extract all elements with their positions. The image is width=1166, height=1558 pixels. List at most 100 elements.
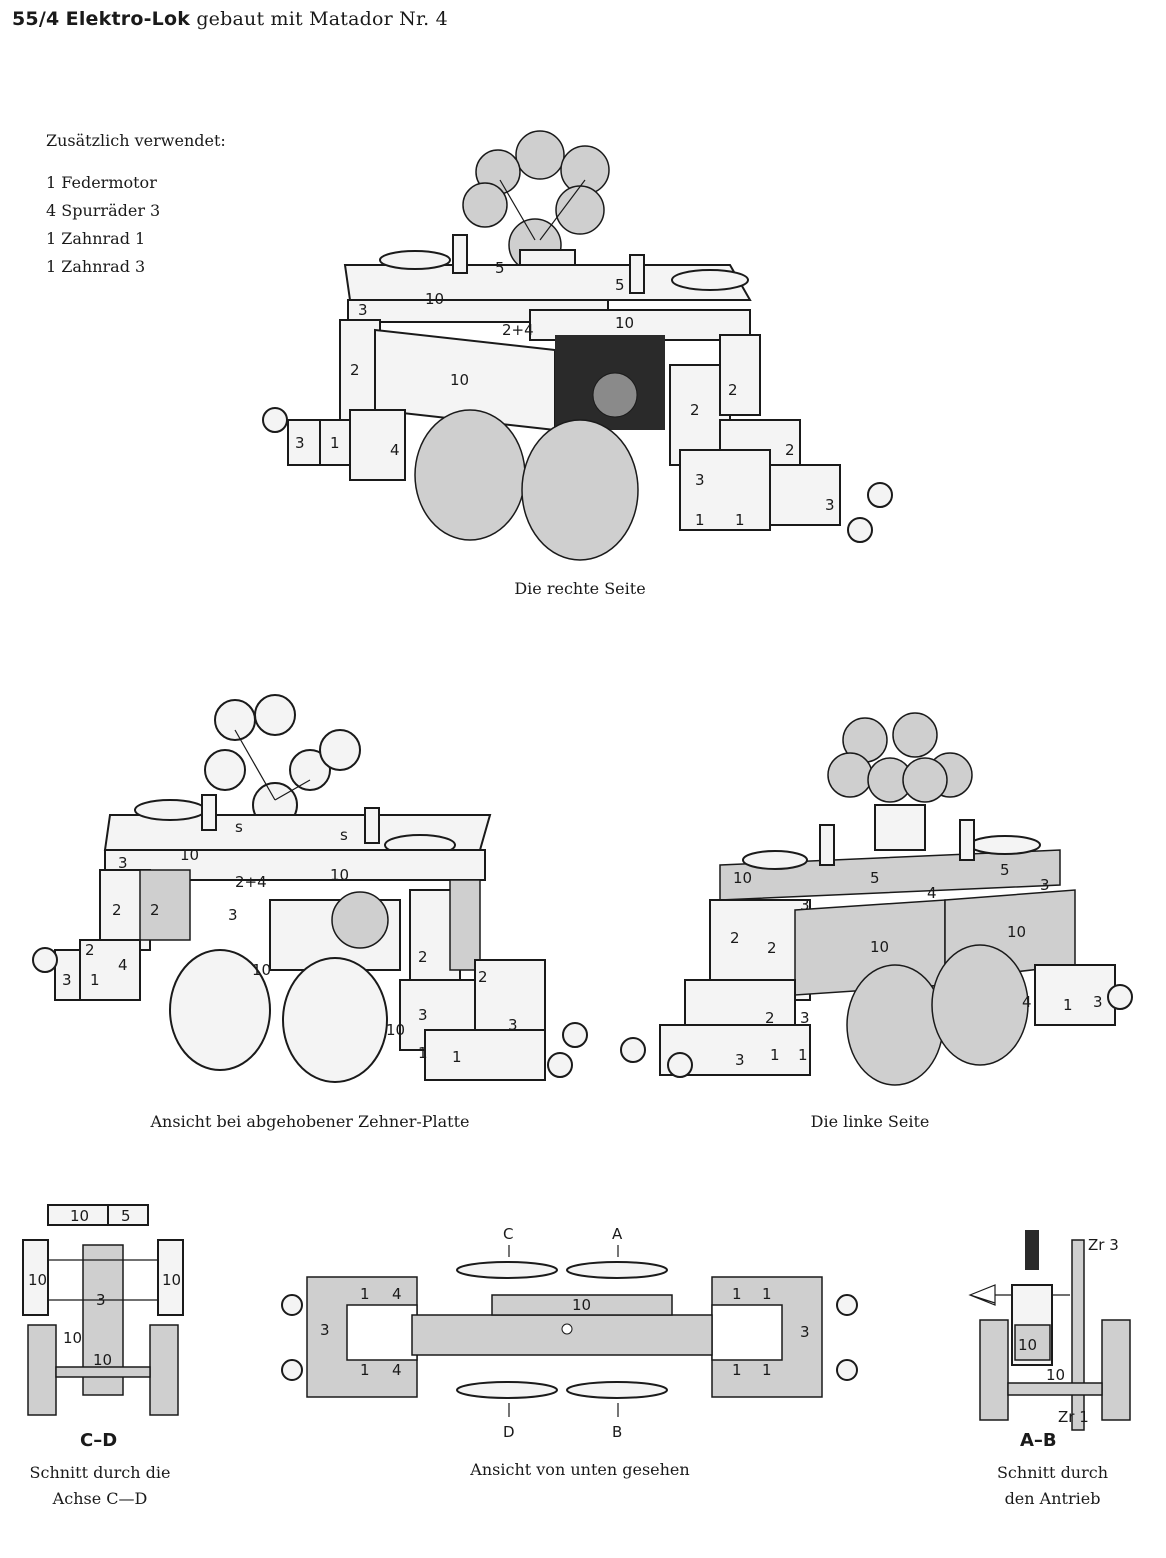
axle-label: C	[503, 1225, 513, 1243]
parts-item: 4 Spurräder 3	[46, 201, 161, 220]
part-label: 10	[1046, 1366, 1065, 1384]
caption-left-side: Die linke Seite	[810, 1112, 930, 1131]
lifted-plate-illustration: 10 10 3 2+4 2 2 3 2 4 3 1 10 2 3 1 1 3 2…	[32, 694, 588, 1083]
parts-heading: Zusätzlich verwendet:	[46, 131, 226, 150]
wheel-icon	[262, 407, 893, 561]
section-cd-diagram: 10 5 10 10 3 10 10	[22, 1204, 184, 1416]
part-label: Zr 3	[1088, 1236, 1119, 1254]
part-label: 1	[360, 1361, 370, 1379]
part-label: 2	[418, 948, 428, 966]
part-label: 10	[330, 866, 349, 884]
part-label: 2	[690, 401, 700, 419]
part-label: 5	[121, 1207, 131, 1225]
part-label: 1	[360, 1285, 370, 1303]
part-label: 2	[767, 939, 777, 957]
part-label: 2	[112, 901, 122, 919]
pantograph-icon	[462, 130, 610, 273]
part-label: 3	[800, 1009, 810, 1027]
part-label: 1	[735, 511, 745, 529]
section-ab-label: A–B	[1020, 1430, 1057, 1451]
part-label: 1	[732, 1361, 742, 1379]
caption-right-side: Die rechte Seite	[514, 579, 646, 598]
part-label: 4	[927, 884, 937, 902]
part-label: 5	[870, 869, 880, 887]
part-label: 10	[386, 1021, 405, 1039]
axle-label: D	[503, 1423, 515, 1441]
part-label: 2	[785, 441, 795, 459]
part-label: 2	[728, 381, 738, 399]
part-label: 10	[1018, 1336, 1037, 1354]
part-label: 5	[615, 276, 625, 294]
part-label: 3	[118, 854, 128, 872]
part-label: 3	[800, 1323, 810, 1341]
part-label: 1	[762, 1285, 772, 1303]
part-label: 10	[733, 869, 752, 887]
part-label: s	[235, 818, 243, 836]
part-label: 10	[70, 1207, 89, 1225]
part-label: 10	[572, 1296, 591, 1314]
bottom-view-diagram: C A D B 3 1 4 1 4 10 1 1 1 1 3	[281, 1225, 858, 1441]
caption-bottom-view: Ansicht von unten gesehen	[470, 1460, 690, 1479]
part-label: 1	[770, 1046, 780, 1064]
part-label: 3	[1040, 876, 1050, 894]
part-label: 4	[1022, 993, 1032, 1011]
part-label: 3	[295, 434, 305, 452]
caption-lifted-plate: Ansicht bei abgehobener Zehner-Platte	[150, 1112, 470, 1131]
part-label: 10	[180, 846, 199, 864]
part-label: 3	[418, 1006, 428, 1024]
parts-item: 1 Zahnrad 1	[46, 229, 146, 248]
part-label: 3	[96, 1291, 106, 1309]
part-label: 2+4	[502, 321, 534, 339]
part-label: 1	[90, 971, 100, 989]
parts-item: 1 Zahnrad 3	[46, 257, 146, 276]
part-label: 2	[350, 361, 360, 379]
part-label: 3	[62, 971, 72, 989]
parts-item: 1 Federmotor	[46, 173, 157, 192]
part-label: 4	[390, 441, 400, 459]
left-side-illustration: 10 5 5 3 4 3 10 10 2 2 3 2 3 1 1 4 1 3	[620, 712, 1133, 1086]
part-label: 3	[735, 1051, 745, 1069]
part-label: 3	[508, 1016, 518, 1034]
axle-label: A	[612, 1225, 623, 1243]
pantograph-icon	[204, 694, 361, 828]
part-label: 4	[392, 1285, 402, 1303]
wheel-icon	[620, 944, 1133, 1086]
right-side-illustration: 10 10 2+4 10 5 5 3 2 2 3 1 4 2 3 1 1 2 3	[262, 130, 893, 561]
caption-section-ab: Schnitt durch den Antrieb	[996, 1463, 1109, 1508]
part-label: 5	[1000, 861, 1010, 879]
part-label: 2	[765, 1009, 775, 1027]
part-label: 10	[615, 314, 634, 332]
part-label: 1	[330, 434, 340, 452]
part-label: 10	[63, 1329, 82, 1347]
part-label: 3	[695, 471, 705, 489]
part-label: 10	[252, 961, 271, 979]
section-ab-diagram: Zr 3 Zr 1 10 10	[968, 1230, 1131, 1431]
part-label: 10	[1007, 923, 1026, 941]
part-label: 1	[732, 1285, 742, 1303]
part-label: 10	[450, 371, 469, 389]
part-label: 3	[320, 1321, 330, 1339]
part-label: 2	[730, 929, 740, 947]
part-label: 1	[452, 1048, 462, 1066]
part-label: 5	[495, 259, 505, 277]
part-label: 10	[162, 1271, 181, 1289]
caption-section-cd: Schnitt durch die Achse C—D	[29, 1463, 171, 1508]
part-label: 10	[93, 1351, 112, 1369]
axle-label: B	[612, 1423, 622, 1441]
part-label: 3	[228, 906, 238, 924]
pantograph-icon	[827, 712, 973, 851]
part-label: 3	[825, 496, 835, 514]
part-label: 1	[695, 511, 705, 529]
part-label: 1	[418, 1044, 428, 1062]
part-label: 3	[358, 301, 368, 319]
part-label: Zr 1	[1058, 1408, 1089, 1426]
part-label: 4	[118, 956, 128, 974]
section-cd-label: C–D	[80, 1430, 118, 1451]
part-label: 1	[1063, 996, 1073, 1014]
part-label: 4	[392, 1361, 402, 1379]
part-label: 2+4	[235, 873, 267, 891]
parts-list: Zusätzlich verwendet: 1 Federmotor 4 Spu…	[46, 127, 226, 281]
part-label: s	[340, 826, 348, 844]
part-label: 2	[150, 901, 160, 919]
page-title: 55/4 Elektro-Lok gebaut mit Matador Nr. …	[12, 8, 448, 30]
